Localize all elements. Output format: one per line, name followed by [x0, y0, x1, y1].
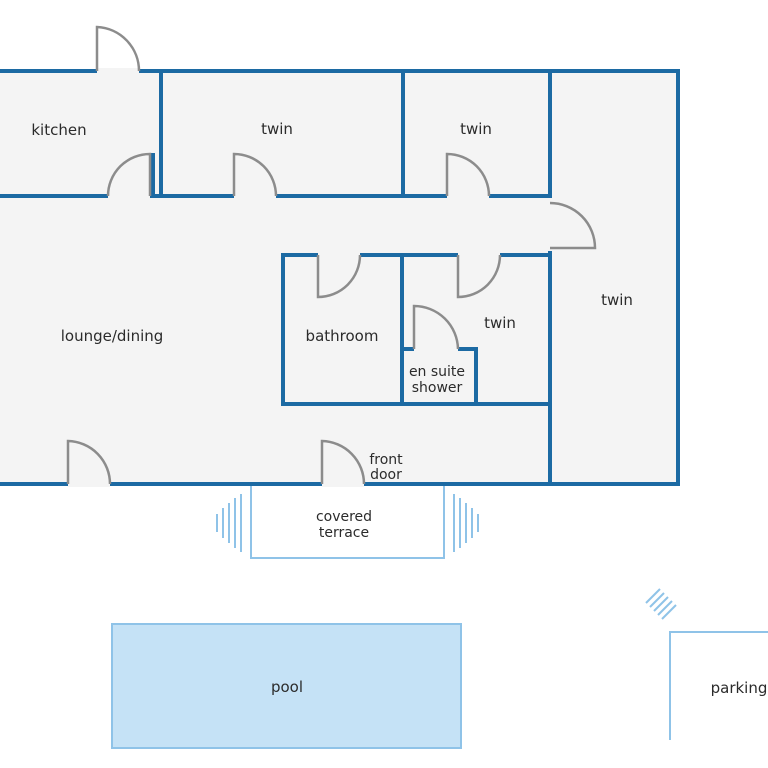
twin-4-label: twin	[601, 291, 633, 309]
kitchen-exterior-door	[95, 25, 141, 72]
parking-label: parking	[711, 679, 768, 697]
door-openings	[68, 68, 553, 487]
twin-2-door	[445, 152, 491, 197]
twin-2-label: twin	[460, 120, 492, 138]
ensuite-label-line1: en suite	[409, 364, 465, 380]
twin-1-label: twin	[261, 120, 293, 138]
twin-3-door	[456, 254, 502, 299]
twin-4-door	[549, 201, 597, 250]
lounge-label: lounge/dining	[61, 327, 164, 345]
lounge-exterior-door	[66, 439, 112, 485]
front-door-label-line2: door	[370, 467, 402, 483]
twin-1-door	[232, 152, 278, 197]
ensuite-label-line2: shower	[412, 380, 463, 396]
pool	[111, 623, 462, 749]
pool-label: pool	[271, 678, 303, 696]
floor-area	[0, 71, 678, 484]
parking-area	[645, 588, 768, 740]
terrace-steps-right	[453, 494, 479, 552]
covered-terrace	[216, 486, 479, 559]
bathroom-door	[316, 254, 362, 299]
front-door-label-line1: front	[369, 452, 403, 468]
bathroom-label: bathroom	[306, 327, 379, 345]
parking-hatch	[645, 588, 677, 620]
terrace-steps-left	[216, 494, 242, 552]
terrace-label-line2: terrace	[319, 525, 369, 541]
shower-door	[412, 304, 460, 350]
front-door	[320, 439, 366, 485]
twin-3-label: twin	[484, 314, 516, 332]
kitchen-door	[106, 152, 152, 197]
terrace-label-line1: covered	[316, 509, 372, 525]
door-swings	[66, 25, 597, 485]
kitchen-label: kitchen	[31, 121, 86, 139]
